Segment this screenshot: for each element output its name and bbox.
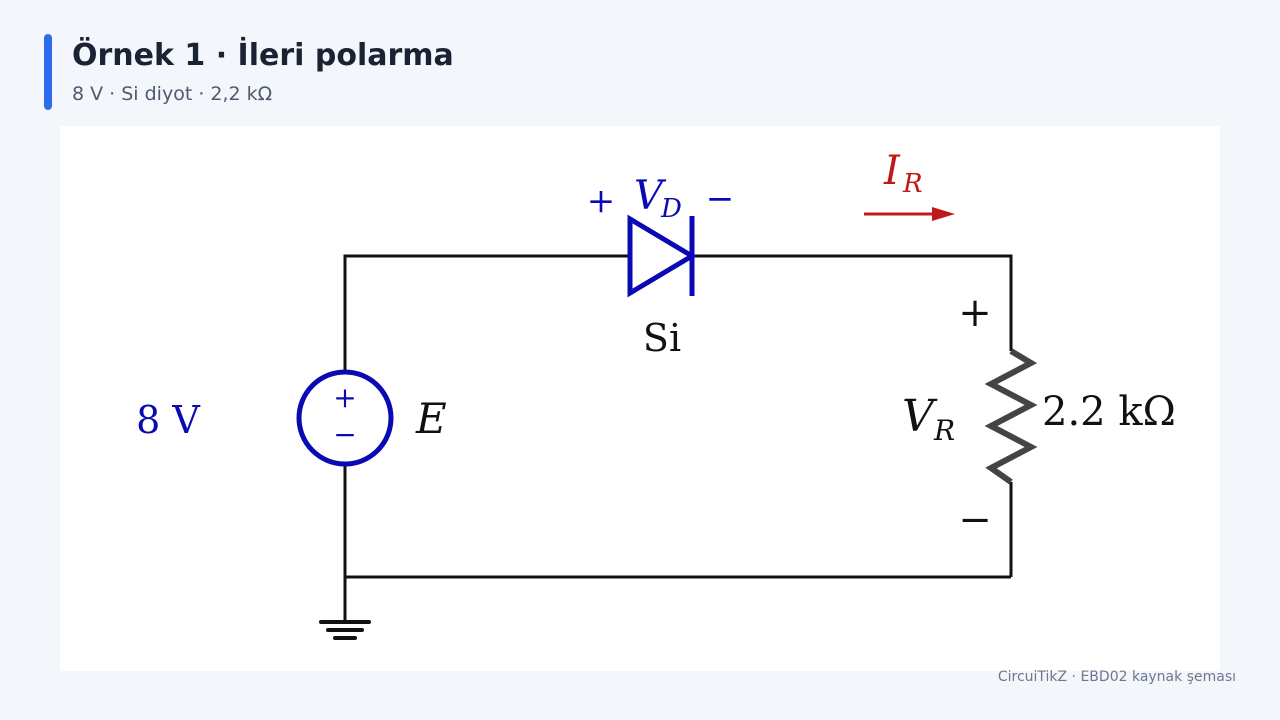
current-label: I R <box>883 148 923 199</box>
diode-voltage-symbol: V <box>634 173 667 219</box>
wire-bottom <box>343 465 1011 579</box>
current-symbol: I <box>883 148 901 194</box>
diode-voltage-plus: + <box>587 181 616 221</box>
circuit-diagram: + − 8 V E + V D − Si I R + − V <box>136 148 1176 640</box>
voltage-source-minus: − <box>333 418 356 451</box>
resistor-voltage-symbol: V <box>902 391 938 442</box>
accent-bar <box>44 34 52 110</box>
wire-top-right <box>692 254 1013 351</box>
page-subtitle: 8 V · Si diyot · 2,2 kΩ <box>72 83 273 105</box>
source-credit: CircuiTikZ · EBD02 kaynak şeması <box>997 669 1236 685</box>
resistor-voltage-label: V R <box>902 391 955 447</box>
resistor-value-label: 2.2 kΩ <box>1042 389 1176 435</box>
diode-voltage-minus: − <box>706 179 735 219</box>
wires <box>343 254 1013 622</box>
resistor-plus-label: + <box>958 290 992 336</box>
voltage-source-plus: + <box>333 381 356 414</box>
ground-icon <box>319 620 371 640</box>
current-arrow-icon <box>864 207 955 221</box>
diode-symbol <box>627 214 697 298</box>
diode-voltage-label: + V D − <box>587 173 735 224</box>
voltage-source-circle <box>296 369 394 467</box>
diode-voltage-subscript: D <box>660 194 682 224</box>
circuit-figure: + − 8 V E + V D − Si I R + − V <box>60 126 1220 671</box>
source-name-label: E <box>415 394 447 443</box>
wire-top-left <box>343 254 630 371</box>
diode-material-label: Si <box>643 316 681 360</box>
resistor-symbol <box>984 348 1038 485</box>
resistor-minus-label: − <box>958 497 992 543</box>
resistor-voltage-subscript: R <box>933 414 955 447</box>
voltage-source: + − <box>296 369 394 467</box>
source-value-label: 8 V <box>136 398 200 442</box>
page-title: Örnek 1 · İleri polarma <box>72 38 454 73</box>
current-subscript: R <box>902 169 923 199</box>
